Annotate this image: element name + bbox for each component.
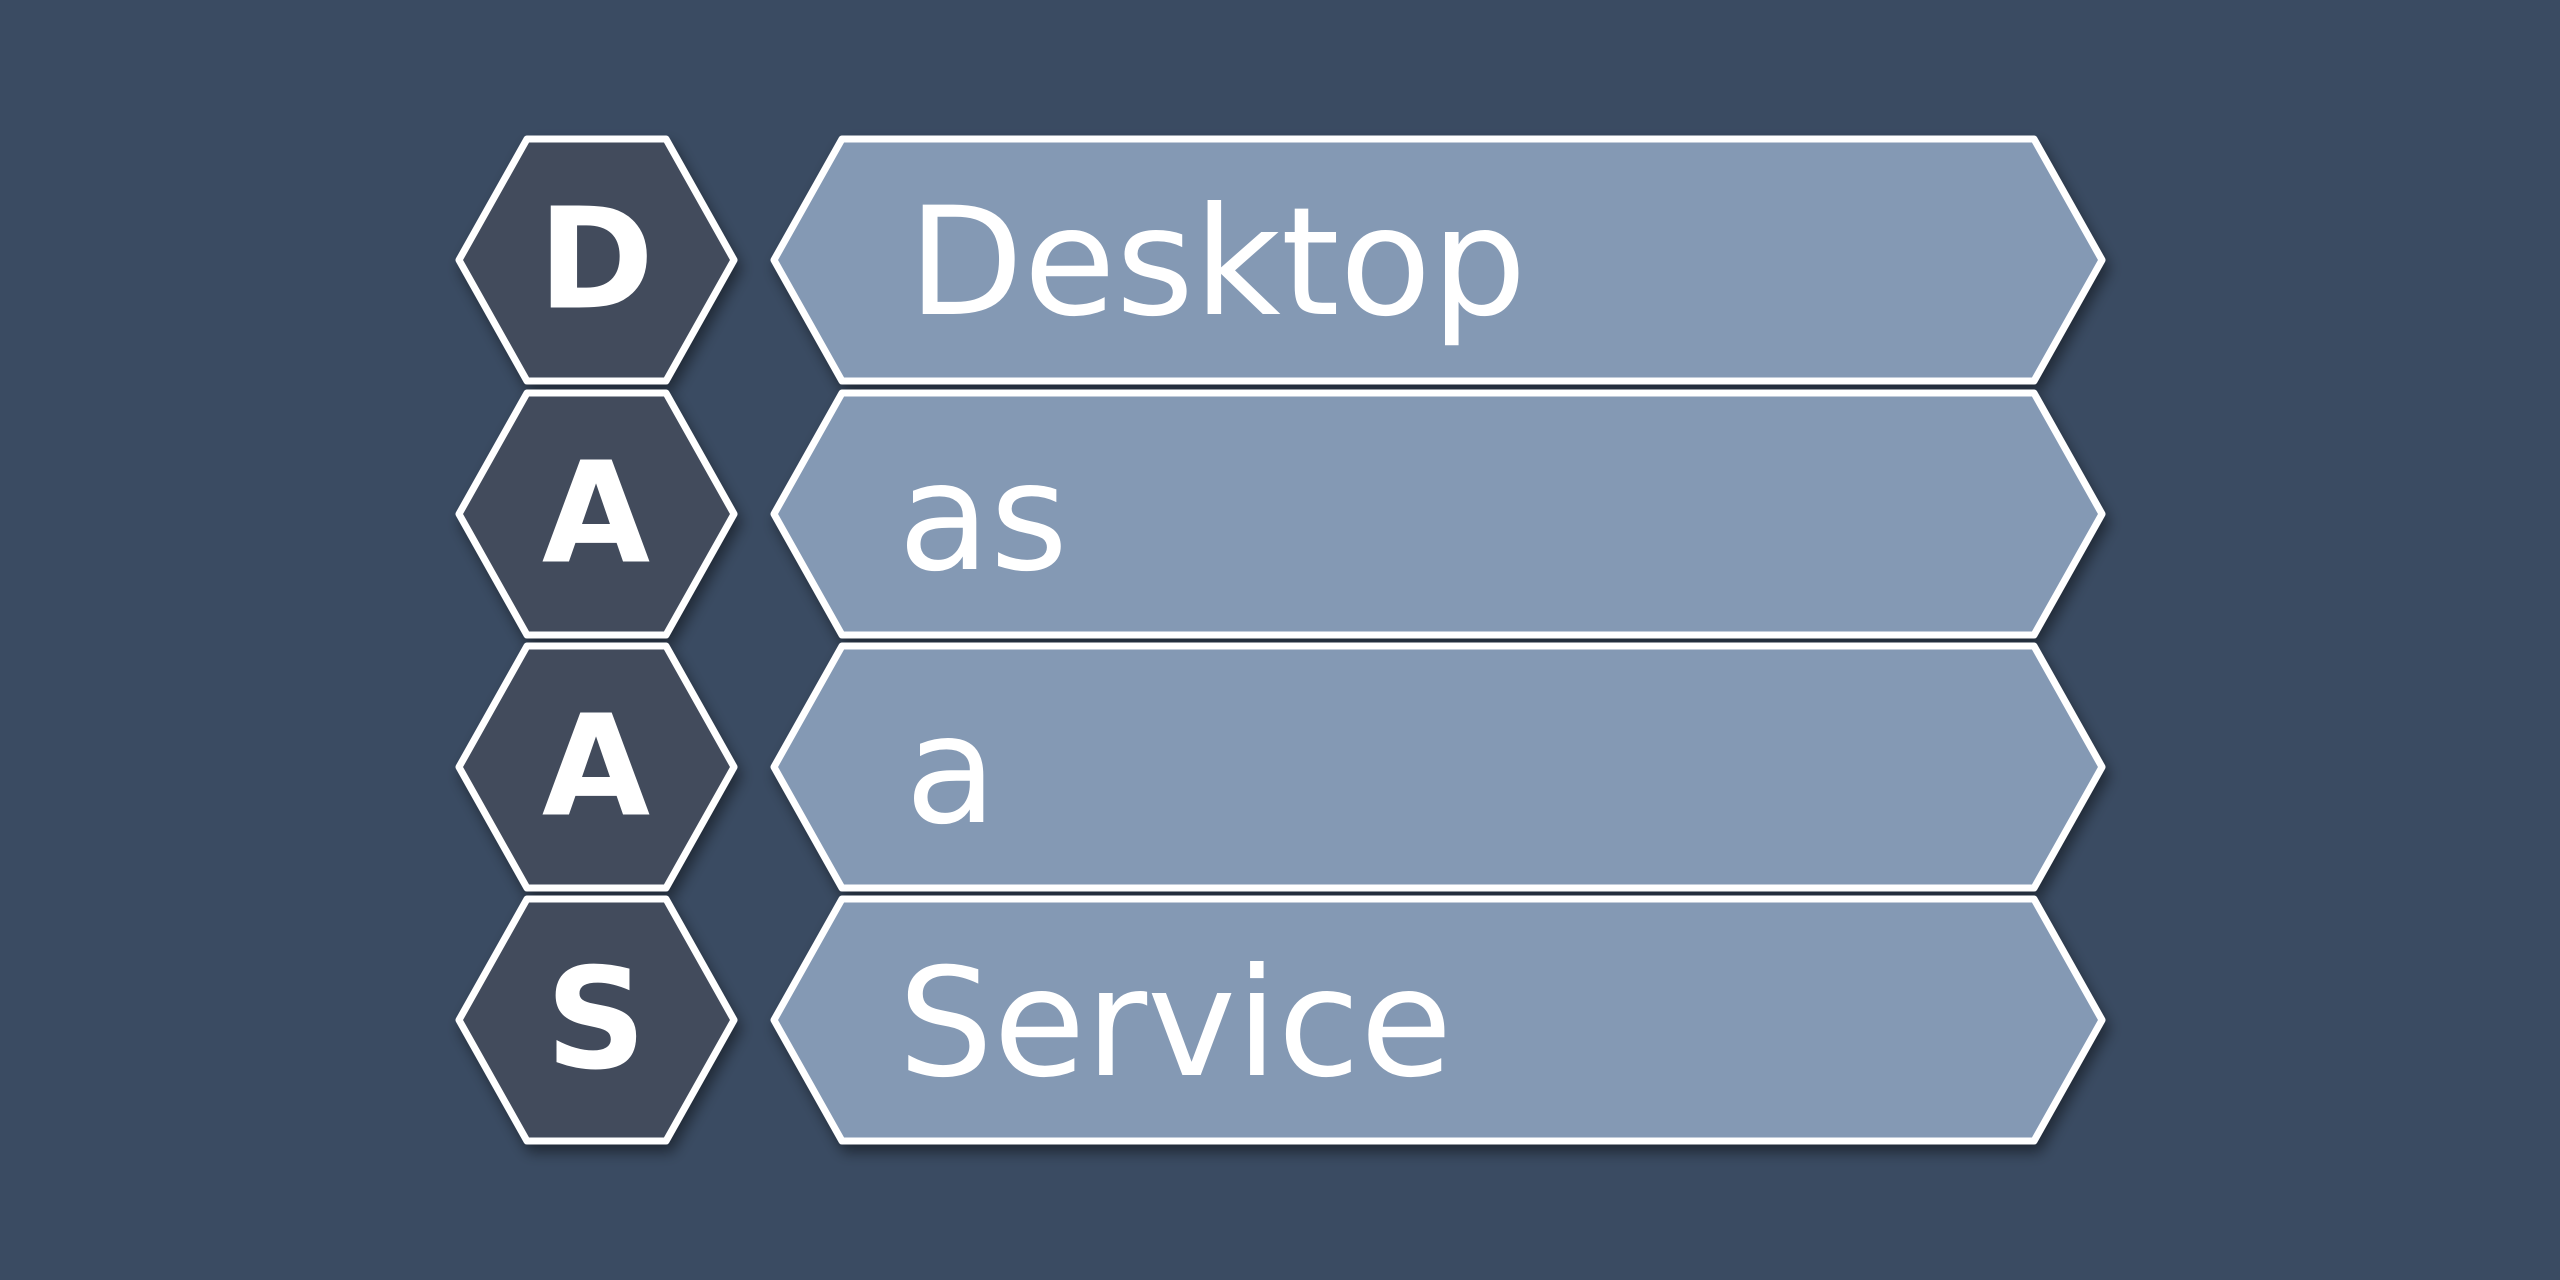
acronym-row: D Desktop (455, 135, 2106, 385)
acronym-letter: A (542, 686, 650, 849)
acronym-row: A as (455, 389, 2106, 639)
acronym-letter: A (542, 433, 650, 596)
acronym-word: Service (898, 937, 1452, 1111)
letter-hexagon (455, 642, 738, 892)
letter-hexagon (455, 895, 738, 1145)
word-banner (770, 642, 2106, 892)
acronym-row: S Service (455, 895, 2106, 1145)
acronym-word: as (898, 431, 1068, 605)
acronym-word: Desktop (908, 176, 1527, 350)
word-banner (770, 895, 2106, 1145)
acronym-letter: D (538, 179, 654, 342)
acronym-letter: S (546, 939, 647, 1102)
letter-hexagon (455, 389, 738, 639)
acronym-row: A a (455, 642, 2106, 892)
acronym-word: a (905, 684, 997, 858)
word-banner (770, 389, 2106, 639)
letter-hexagon (455, 135, 738, 385)
word-banner (770, 135, 2106, 385)
